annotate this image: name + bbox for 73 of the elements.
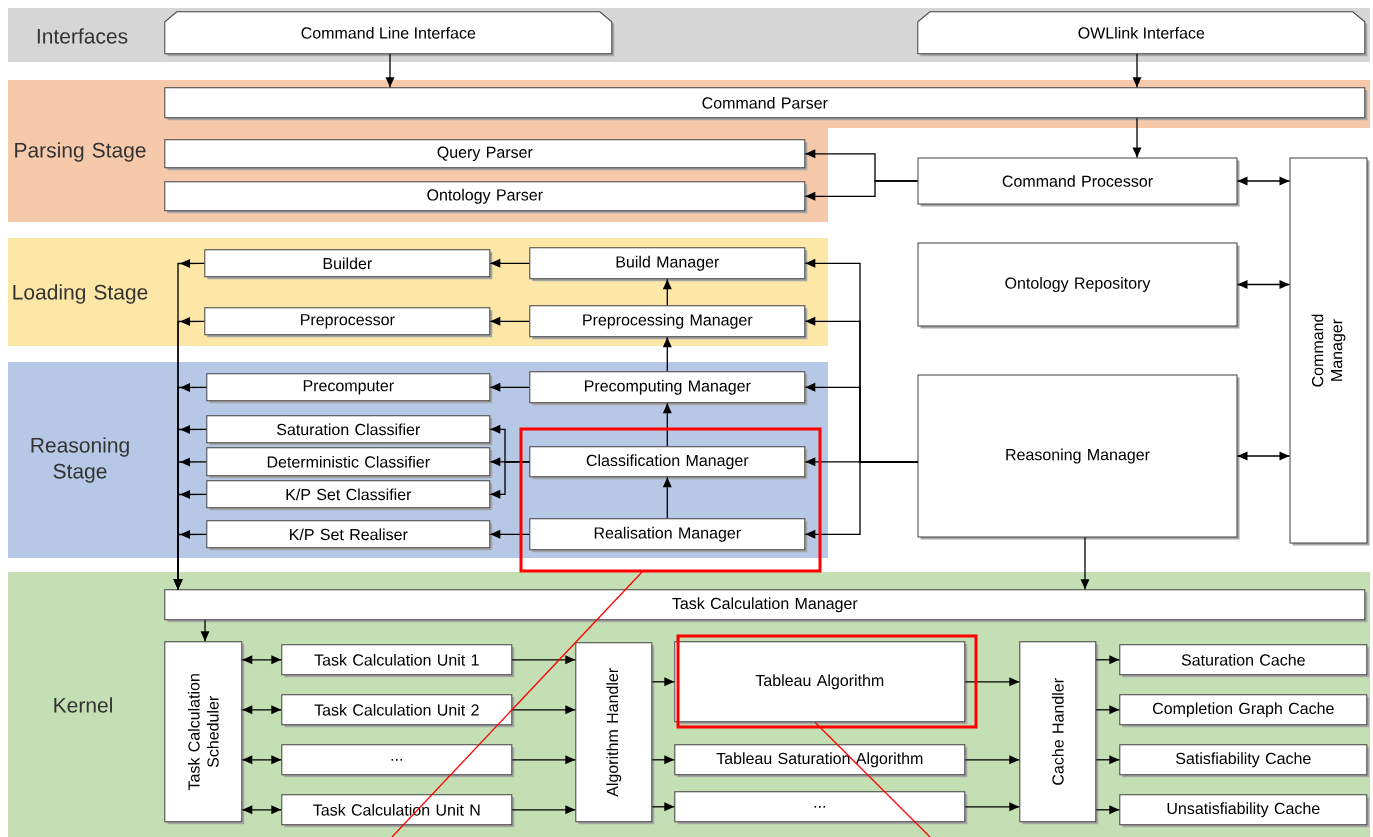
arrow <box>511 655 576 665</box>
component-box: Deterministic Classifier <box>206 447 493 479</box>
arrow <box>662 402 672 447</box>
component-box: Ontology Repository <box>917 242 1240 329</box>
component-box: Task Calculation Scheduler <box>164 641 245 825</box>
component-box: Tableau Saturation Algorithm <box>674 744 968 778</box>
arrow <box>489 382 530 392</box>
component-box: Algorithm Handler <box>575 642 655 825</box>
component-box: Classification Manager <box>529 446 808 480</box>
component-box: Command Manager <box>1289 157 1370 546</box>
arrow <box>662 278 672 306</box>
component-box: Completion Graph Cache <box>1119 694 1370 728</box>
arrow <box>511 705 576 715</box>
arrow <box>1236 451 1291 461</box>
arrow <box>1095 705 1120 715</box>
component-box: Command Processor <box>917 157 1240 207</box>
component-box: Preprocessing Manager <box>529 305 808 340</box>
component-box: Satisfiability Cache <box>1119 744 1370 778</box>
component-box: ... <box>281 744 515 778</box>
component-box: Tableau Algorithm <box>674 641 968 725</box>
component-box: Reasoning Manager <box>917 374 1240 540</box>
component-box: ... <box>674 791 968 825</box>
arrow <box>241 805 282 815</box>
component-box: Realisation Manager <box>529 518 808 553</box>
arrow <box>804 180 919 201</box>
arrow <box>964 677 1020 687</box>
arrow <box>651 755 675 765</box>
component-box: Task Calculation Unit 1 <box>281 644 515 678</box>
component-box: Ontology Parser <box>164 181 808 214</box>
arrow <box>1095 755 1120 765</box>
component-box: Task Calculation Unit 2 <box>281 694 515 728</box>
component-box: Query Parser <box>164 139 808 171</box>
arrow <box>964 802 1020 812</box>
arrow <box>385 53 395 88</box>
arrow <box>1132 53 1142 88</box>
component-box: Saturation Cache <box>1119 644 1370 678</box>
component-box: Cache Handler <box>1019 641 1099 825</box>
arrow <box>489 258 530 268</box>
arrow <box>241 655 282 665</box>
arrow <box>804 461 919 539</box>
arrow <box>662 336 672 372</box>
arrow <box>489 461 530 499</box>
component-box: K/P Set Classifier <box>206 480 493 511</box>
component-box: Precomputing Manager <box>529 371 808 406</box>
arrow <box>489 316 530 326</box>
arrow <box>1132 117 1142 159</box>
component-box: Saturation Classifier <box>206 415 493 446</box>
component-box: Unsatisfiability Cache <box>1119 794 1370 828</box>
component-box: K/P Set Realiser <box>206 520 493 551</box>
arrow <box>1236 176 1291 186</box>
component-box: Builder <box>204 249 493 280</box>
arrow <box>651 677 675 687</box>
arrow <box>241 705 282 715</box>
arrow <box>241 755 282 765</box>
arrow <box>511 755 576 765</box>
arrow <box>1095 805 1120 815</box>
interface-box: Command Line Interface <box>164 11 615 57</box>
component-box: Build Manager <box>529 247 808 282</box>
arrow <box>489 529 530 539</box>
arrow <box>173 530 207 590</box>
arrow <box>511 805 576 815</box>
arrow <box>1236 280 1291 289</box>
component-box: Command Parser <box>164 87 1368 121</box>
component-box: Precomputer <box>206 373 493 404</box>
arrow <box>1095 655 1120 665</box>
arrow <box>1080 536 1090 590</box>
interface-box: OWLlink Interface <box>917 11 1368 57</box>
arrow <box>662 476 672 519</box>
arrow <box>651 802 675 812</box>
component-box: Task Calculation Manager <box>164 589 1368 623</box>
arrow <box>200 619 210 642</box>
component-box: Preprocessor <box>204 307 493 338</box>
arrow <box>964 755 1020 765</box>
